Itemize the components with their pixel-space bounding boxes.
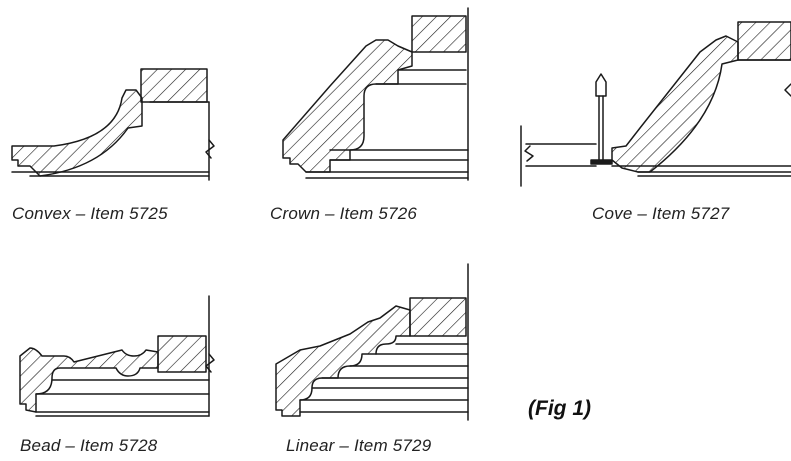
convex-profile — [11, 68, 215, 181]
caption-bead: Bead – Item 5728 — [20, 436, 158, 455]
bead-ceiling-block — [157, 335, 207, 373]
linear-profile — [275, 263, 469, 421]
convex-molding-section — [11, 89, 143, 177]
crown-ceiling-block — [411, 15, 467, 53]
cove-wall-break — [524, 145, 534, 162]
bead-wall-break — [205, 353, 215, 373]
figure-label: (Fig 1) — [528, 397, 591, 420]
convex-ceiling-block — [140, 68, 208, 103]
convex-wall-break — [205, 139, 215, 159]
cove-ceiling-block — [737, 21, 791, 61]
caption-cove: Cove – Item 5727 — [592, 204, 730, 223]
crown-molding-section — [282, 39, 413, 173]
crown-profile — [282, 7, 469, 181]
caption-crown: Crown – Item 5726 — [270, 204, 418, 223]
cove-hanger-icon — [595, 73, 607, 97]
caption-convex: Convex – Item 5725 — [12, 204, 168, 223]
linear-ceiling-block — [409, 297, 467, 337]
cove-profile — [520, 21, 791, 187]
cove-right-break — [784, 83, 791, 97]
caption-linear: Linear – Item 5729 — [286, 436, 432, 455]
bead-molding-section — [19, 347, 159, 413]
cove-tee-bar — [590, 159, 613, 165]
bead-profile — [19, 295, 215, 417]
cove-molding-section — [611, 35, 739, 173]
